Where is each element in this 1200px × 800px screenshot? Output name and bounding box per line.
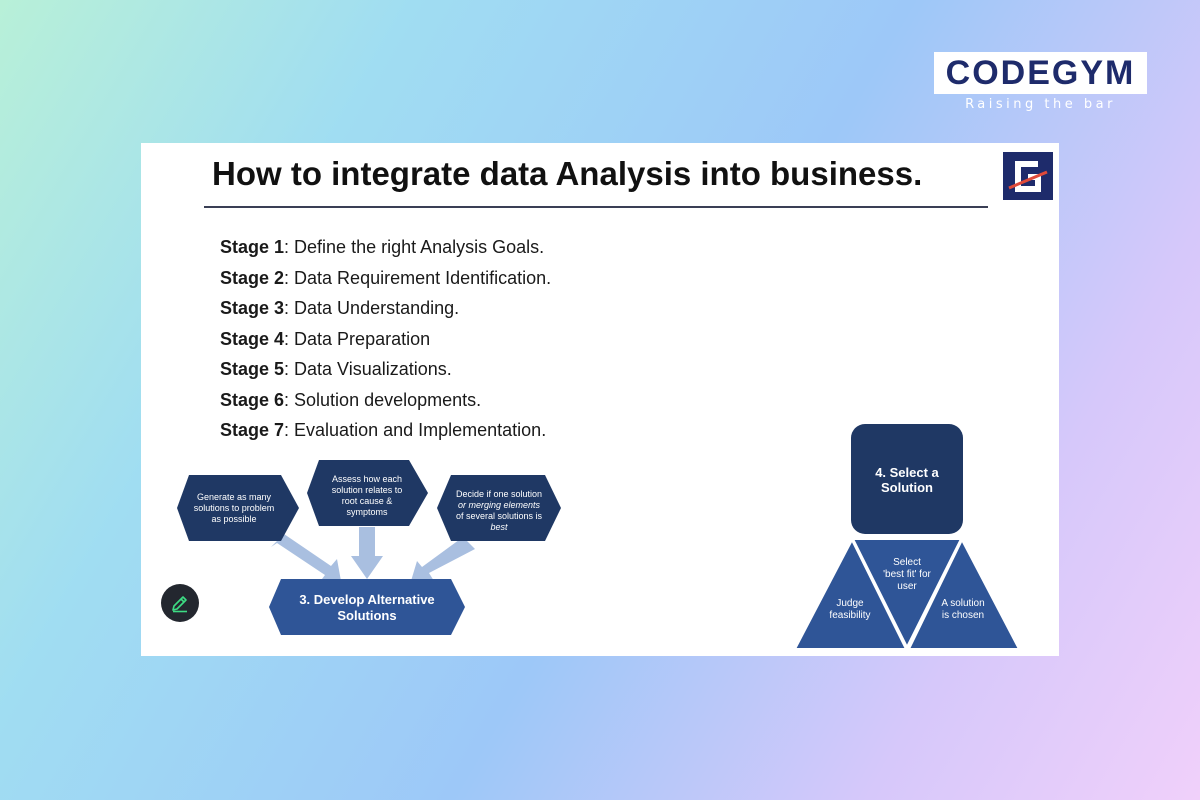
select-left-line: Judge [836, 598, 864, 609]
hex3-line: best [490, 522, 508, 532]
stage-label: Stage 5 [220, 359, 285, 379]
edit-button[interactable] [161, 584, 199, 622]
stage-text: : Data Visualizations. [284, 359, 452, 379]
stage-item: Stage 1: Define the right Analysis Goals… [220, 235, 551, 266]
triangle-select [851, 538, 963, 650]
hex-generate [177, 475, 299, 541]
hex1-line: as possible [211, 514, 256, 524]
stage-item: Stage 2: Data Requirement Identification… [220, 266, 551, 297]
stage-item: Stage 3: Data Understanding. [220, 296, 551, 327]
develop-diagram: Generate as many solutions to problem as… [177, 460, 561, 635]
develop-main-line: 3. Develop Alternative [299, 592, 434, 607]
hex-decide [437, 475, 561, 541]
select-diagram: 4. Select a Solution Judge feasibility S… [793, 424, 1021, 650]
stage-text: : Solution developments. [284, 389, 482, 410]
hex1-line: solutions to problem [194, 503, 275, 513]
develop-main-line: Solutions [337, 608, 396, 623]
process-diagrams: Generate as many solutions to problem as… [177, 424, 1021, 650]
hex1-line: Generate as many [197, 492, 272, 502]
hex3-line: of several solutions is [456, 511, 543, 521]
stage-item: Stage 6: Solution developments. [220, 388, 551, 419]
stage-text: : Define the right Analysis Goals. [284, 237, 545, 257]
hex3-line: Decide if one solution [456, 489, 542, 499]
stage-label: Stage 6 [220, 389, 285, 410]
stage-text: : Data Understanding. [284, 298, 460, 318]
slide-title: How to integrate data Analysis into busi… [212, 155, 923, 192]
slide: How to integrate data Analysis into busi… [141, 143, 1059, 656]
hex3-line: or merging elements [458, 500, 541, 510]
stage-label: Stage 7 [220, 420, 285, 440]
stage-text: : Data Preparation [284, 328, 431, 349]
stage-list: Stage 1: Define the right Analysis Goals… [220, 235, 551, 449]
select-middle-line: Select [893, 557, 921, 568]
select-right-line: A solution [941, 598, 984, 609]
stage-label: Stage 4 [220, 328, 285, 349]
brand-logo: CODEGYM Raising the bar [934, 52, 1147, 112]
title-divider [204, 206, 988, 208]
select-left-line: feasibility [829, 610, 870, 621]
select-middle-line: user [897, 581, 917, 592]
hex2-line: solution relates to [332, 485, 403, 495]
stage-text: : Evaluation and Implementation. [284, 420, 547, 440]
select-right-line: is chosen [942, 610, 984, 621]
g-logo-icon [1003, 152, 1053, 200]
hex-assess [307, 460, 428, 526]
stage-label: Stage 3 [220, 298, 285, 318]
select-main-box [851, 424, 963, 534]
triangle-chosen [907, 537, 1021, 650]
hex2-line: Assess how each [332, 474, 402, 484]
hex2-line: root cause & [342, 496, 393, 506]
arrow-hex2 [351, 527, 383, 579]
hex2-line: symptoms [346, 507, 388, 517]
triangle-judge [793, 537, 908, 650]
stage-label: Stage 1 [220, 237, 285, 257]
arrow-hex1 [271, 534, 341, 583]
stage-text: : Data Requirement Identification. [284, 267, 552, 288]
select-main-line: 4. Select a [875, 465, 939, 480]
brand-name: CODEGYM [934, 52, 1147, 94]
stage-item: Stage 5: Data Visualizations. [220, 357, 551, 388]
brand-tagline: Raising the bar [965, 97, 1116, 112]
stage-item: Stage 7: Evaluation and Implementation. [220, 418, 551, 449]
arrow-hex3 [411, 537, 475, 581]
stage-label: Stage 2 [220, 267, 285, 288]
stage-item: Stage 4: Data Preparation [220, 327, 551, 358]
select-middle-line: 'best fit' for [883, 569, 931, 580]
select-main-line: Solution [881, 480, 933, 495]
develop-main-box [269, 579, 465, 635]
pencil-icon [172, 596, 187, 613]
